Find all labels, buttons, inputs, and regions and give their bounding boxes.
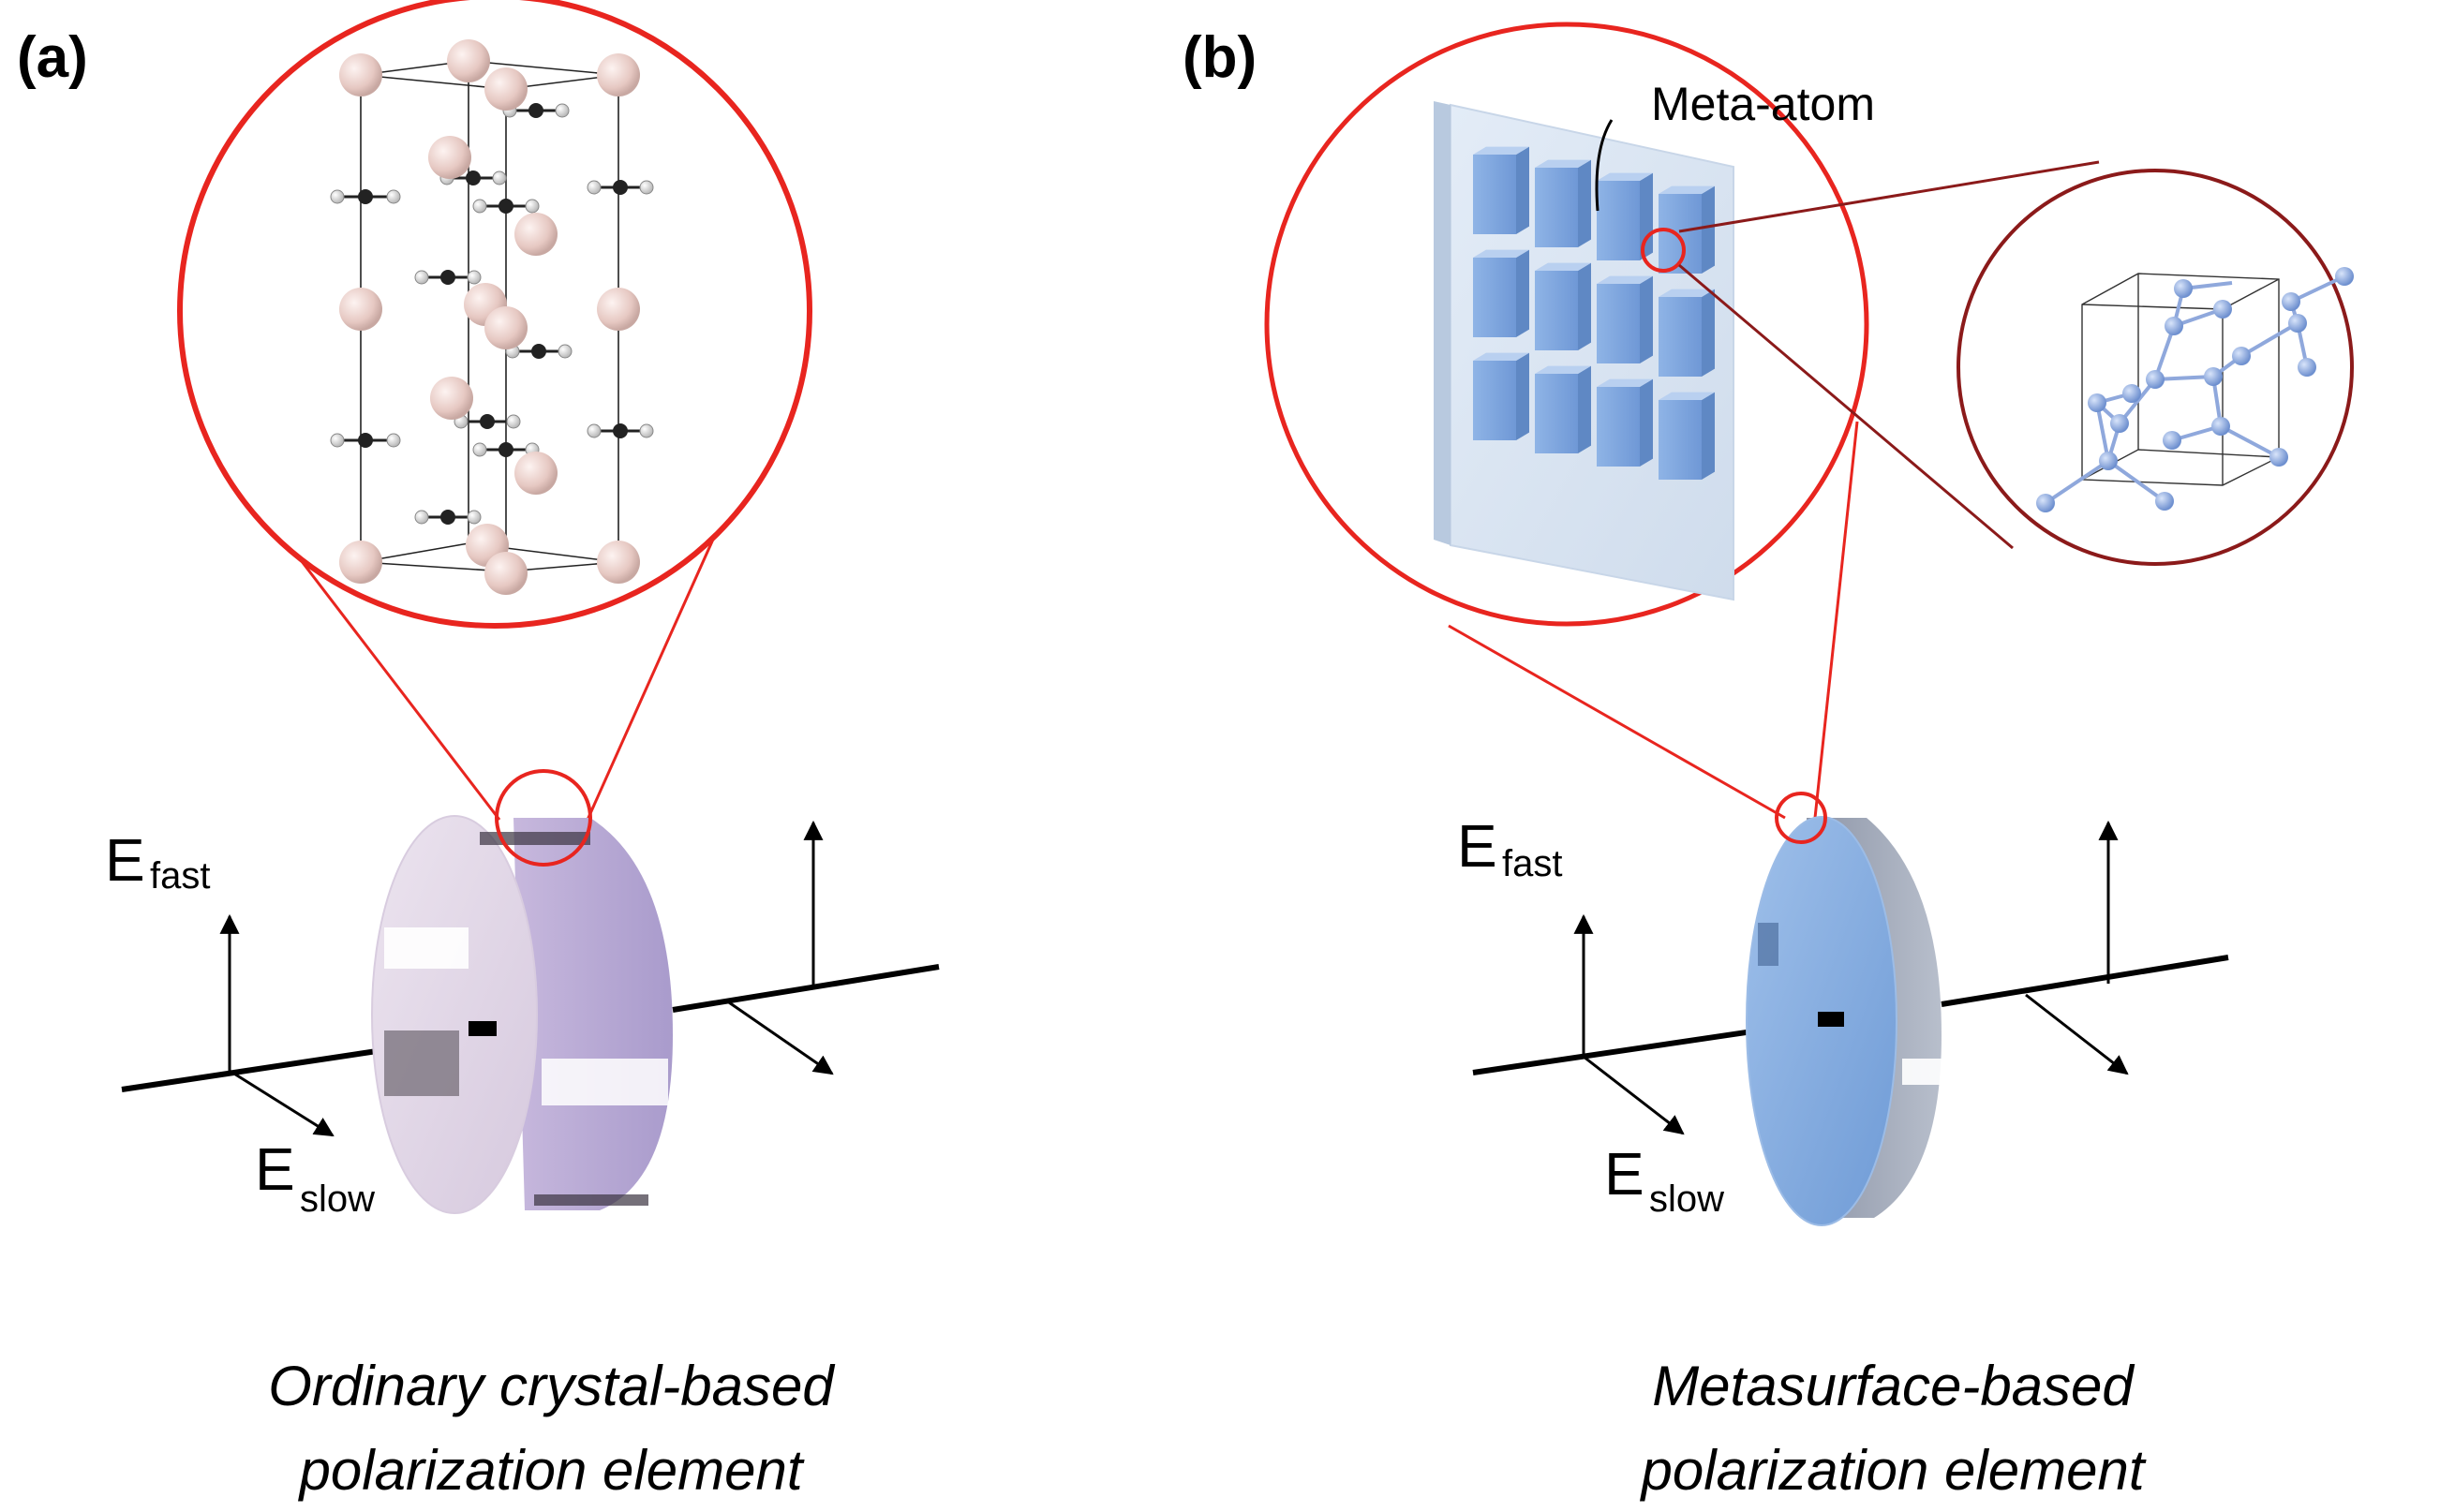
molecule — [587, 423, 654, 438]
large-atom — [428, 136, 471, 179]
slow-axis-arrow-out-b — [2025, 993, 2129, 1075]
molecule — [330, 189, 401, 204]
meta-atom-pillar — [1659, 392, 1715, 480]
meta-atom-pillar — [1473, 249, 1529, 337]
e-fast-sub-b: fast — [1502, 843, 1562, 884]
meta-atom-pillar — [1535, 159, 1591, 247]
silicon-atom — [2165, 317, 2183, 335]
silicon-atom — [2298, 358, 2316, 377]
silicon-atom — [2282, 292, 2300, 311]
large-atom — [430, 377, 473, 420]
molecule — [472, 199, 540, 214]
e-slow-sub-a: slow — [300, 1178, 375, 1220]
zoom-line-left — [272, 524, 501, 821]
e-fast-label-b: E — [1457, 812, 1497, 880]
zoom-line-right-b — [1813, 421, 1859, 819]
silicon-atom — [2036, 494, 2055, 512]
silicon-atom — [2335, 267, 2354, 286]
large-atom — [514, 213, 558, 256]
silicon-atom — [2146, 370, 2165, 389]
e-slow-sub-b: slow — [1649, 1178, 1724, 1220]
zoom-circle-atom — [1957, 169, 2354, 566]
large-atom — [339, 53, 382, 96]
zoom-line-left-b — [1448, 624, 1786, 820]
large-atom — [339, 288, 382, 331]
slow-axis-arrow-in-b — [1583, 1055, 1685, 1135]
meta-atom-pillar — [1597, 378, 1653, 467]
silicon-atoms — [2036, 267, 2354, 512]
caption-b-line2: polarization element — [1640, 1439, 2147, 1502]
silicon-atom — [2232, 347, 2251, 365]
molecule — [414, 270, 482, 285]
e-fast-sub-a: fast — [150, 855, 210, 897]
metasurface-zoom: Meta-atom — [1264, 22, 1875, 627]
panel-a: (a) — [17, 0, 940, 1502]
large-atom — [339, 541, 382, 584]
zoom-line-atom-top — [1678, 160, 2100, 233]
silicon-atom — [2288, 314, 2307, 333]
large-atom — [597, 53, 640, 96]
crystal-lattice-zoom — [177, 0, 812, 629]
meta-atom-pillar — [1535, 365, 1591, 453]
molecule — [505, 344, 573, 359]
optical-axis-b-out — [1941, 820, 2229, 1075]
large-atom — [514, 452, 558, 495]
zoom-target-b — [1775, 792, 1827, 844]
meta-atom-leader — [1595, 119, 1614, 212]
silicon-atom — [2155, 492, 2174, 511]
large-atom — [484, 306, 528, 349]
meta-atom-pillar — [1597, 275, 1653, 363]
molecule — [454, 414, 521, 429]
meta-atom-label: Meta-atom — [1651, 78, 1875, 130]
meta-atom-pillar — [1535, 262, 1591, 350]
meta-atom-array — [1473, 146, 1715, 480]
zoom-line-atom-bottom — [1678, 263, 2014, 550]
silicon-lattice-zoom — [1957, 169, 2354, 566]
zoom-target-meta-atom — [1641, 228, 1686, 273]
large-atom — [597, 541, 640, 584]
silicon-atom — [2204, 367, 2223, 386]
molecule — [330, 433, 401, 448]
silicon-atom — [2088, 393, 2106, 412]
zoom-line-right — [586, 524, 722, 821]
e-fast-label-a: E — [105, 826, 145, 894]
meta-atom-pillar — [1473, 352, 1529, 440]
substrate-edge — [1434, 101, 1451, 545]
meta-atom-pillar — [1473, 146, 1529, 234]
silicon-atom — [2174, 279, 2193, 298]
silicon-atom — [2163, 431, 2181, 450]
caption-a-line1: Ordinary crystal-based — [268, 1355, 835, 1417]
large-atom-group — [339, 39, 640, 595]
silicon-atom — [2269, 448, 2288, 467]
panel-b-label: (b) — [1183, 25, 1257, 90]
silicon-atom — [2211, 417, 2230, 436]
molecule-group — [330, 103, 654, 525]
meta-atom-pillar — [1597, 172, 1653, 260]
crystal-plate — [371, 815, 673, 1214]
large-atom — [484, 552, 528, 595]
e-slow-label-b: E — [1604, 1140, 1644, 1208]
silicon-atom — [2099, 452, 2118, 470]
molecule — [414, 510, 482, 525]
slow-axis-arrow-in — [229, 1069, 335, 1137]
meta-atom-pillar — [1659, 289, 1715, 377]
optical-axis-a-out — [672, 820, 940, 1075]
silicon-atom — [2110, 414, 2129, 433]
metasurface-plate — [1746, 816, 1942, 1226]
large-atom — [484, 67, 528, 111]
large-atom — [447, 39, 490, 82]
silicon-atom — [2213, 300, 2232, 319]
e-slow-label-a: E — [255, 1135, 295, 1203]
large-atom — [597, 288, 640, 331]
molecule — [587, 180, 654, 195]
slow-axis-arrow-out — [725, 999, 834, 1075]
panel-a-label: (a) — [17, 25, 88, 90]
caption-b-line1: Metasurface-based — [1652, 1355, 2135, 1417]
zoom-target-a — [495, 769, 592, 867]
panel-b: (b) Meta-atom — [1183, 22, 2354, 1502]
caption-a-line2: polarization element — [298, 1439, 805, 1502]
silicon-atom — [2122, 384, 2141, 403]
